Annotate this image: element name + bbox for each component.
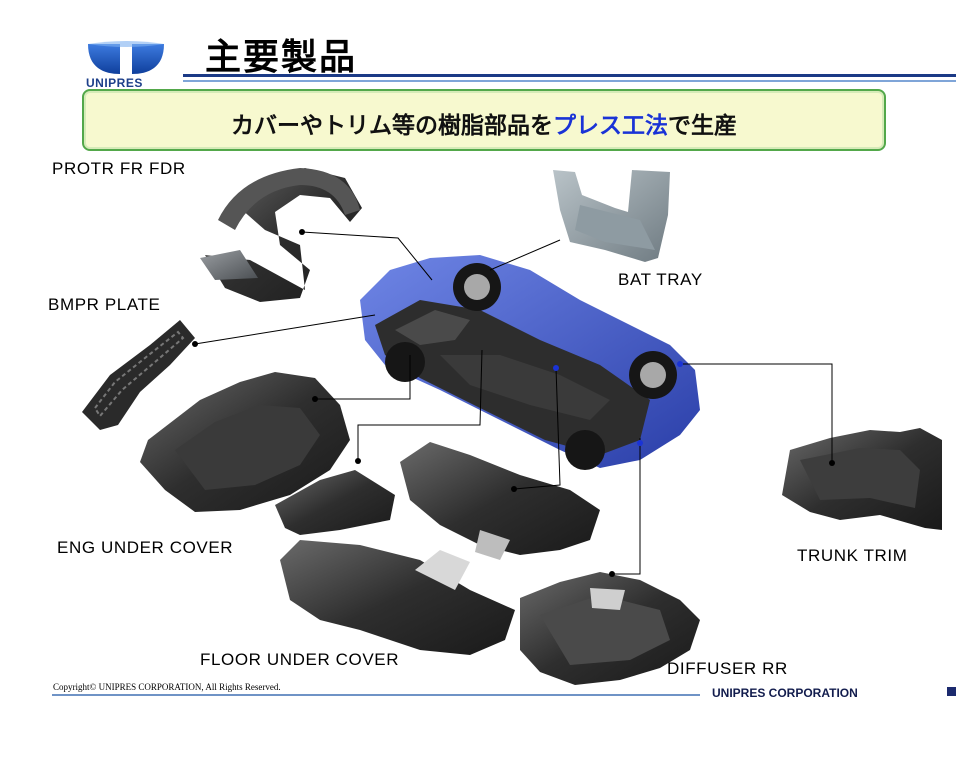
banner-text-start: カバーやトリム等の樹脂部品を (231, 113, 553, 139)
label-eng-under-cover: ENG UNDER COVER (57, 538, 234, 557)
footer-rule (52, 694, 700, 696)
leader-dots-blue (553, 361, 683, 446)
parts-illustration (82, 168, 942, 685)
car-underside (360, 255, 700, 470)
leader-dots (192, 229, 835, 577)
page-title: 主要製品 (205, 37, 358, 78)
banner-text-end: で生産 (668, 113, 737, 139)
label-bmpr-plate: BMPR PLATE (48, 295, 161, 314)
bat-tray-part (553, 170, 670, 262)
label-diffuser-rr: DIFFUSER RR (667, 659, 788, 678)
header-rule-bottom (183, 80, 956, 82)
label-protr-fr-fdr: PROTR FR FDR (52, 159, 186, 178)
bmpr-plate-part (82, 320, 195, 430)
trunk-trim-part (782, 428, 942, 530)
label-floor-under-cover: FLOOR UNDER COVER (200, 650, 400, 669)
footer-company-name: UNIPRES CORPORATION (712, 686, 858, 700)
protr-fr-fdr-part (200, 168, 362, 302)
eng-under-cover-part (140, 372, 350, 512)
floor-under-cover-part (275, 442, 600, 655)
banner-text: カバーやトリム等の樹脂部品をプレス工法で生産 (84, 106, 884, 140)
company-logo-text: UNIPRES (86, 76, 143, 90)
label-trunk-trim: TRUNK TRIM (797, 546, 908, 565)
diffuser-rr-part (520, 572, 700, 685)
banner-text-highlight: プレス工法 (553, 113, 668, 139)
header-rule-top (183, 74, 956, 77)
headline-banner: カバーやトリム等の樹脂部品をプレス工法で生産 (82, 89, 886, 151)
footer-square-mark (947, 687, 956, 696)
copyright-text: Copyright© UNIPRES CORPORATION, All Righ… (53, 682, 281, 692)
leader-lines (194, 231, 833, 575)
label-bat-tray: BAT TRAY (618, 270, 703, 289)
unipres-logo-mark (88, 41, 164, 74)
